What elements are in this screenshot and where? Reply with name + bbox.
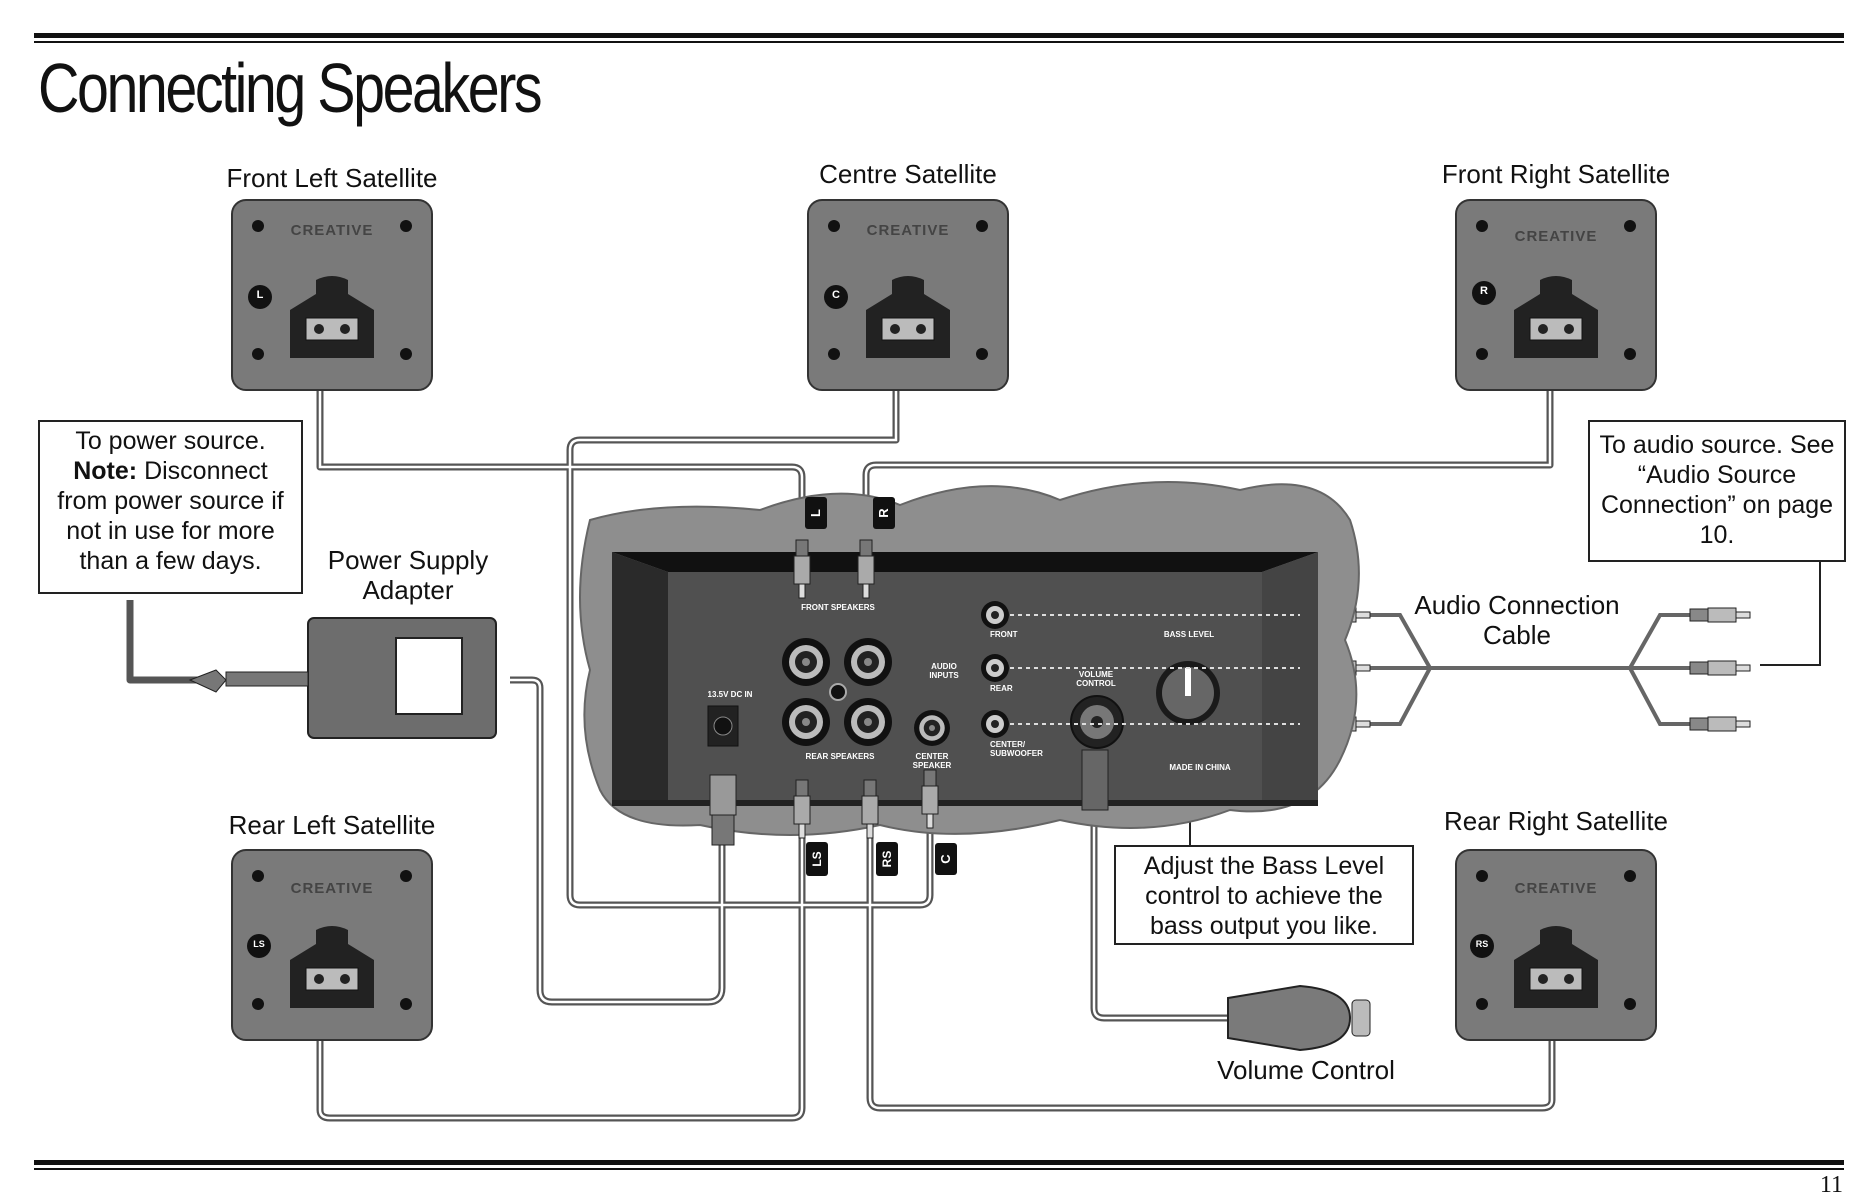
cable-tag-ls: LS	[806, 842, 828, 876]
panel-input-rear: REAR	[990, 684, 1013, 693]
brand-front-right: CREATIVE	[1514, 228, 1598, 245]
subwoofer-panel	[579, 481, 1360, 836]
panel-input-center: CENTER/ SUBWOOFER	[990, 740, 1043, 758]
cable-tag-c: C	[935, 843, 957, 875]
power-note-body: Note: Disconnect from power source if no…	[46, 456, 295, 576]
panel-volume-control: VOLUME CONTROL	[1076, 670, 1116, 688]
badge-front-left: L	[256, 289, 264, 301]
power-note-bold: Note:	[73, 457, 138, 485]
page-title: Connecting Speakers	[38, 49, 543, 127]
audio-note-leader	[1760, 554, 1821, 666]
label-front-right: Front Right Satellite	[1441, 159, 1671, 189]
power-note-line1: To power source.	[75, 427, 266, 455]
cable-tag-rs: RS	[876, 842, 898, 876]
panel-dc-in: 13.5V DC IN	[707, 690, 753, 699]
badge-rear-left: LS	[253, 939, 265, 949]
top-rule	[34, 33, 1844, 38]
badge-front-right: R	[1480, 285, 1488, 297]
audio-cable	[1370, 613, 1690, 726]
volume-remote	[1227, 984, 1371, 1052]
brand-centre: CREATIVE	[866, 222, 950, 239]
label-rear-right: Rear Right Satellite	[1444, 806, 1668, 836]
top-rule-thin	[34, 41, 1844, 43]
panel-plugs	[709, 539, 1109, 846]
label-audio-cable: Audio Connection Cable	[1414, 590, 1620, 650]
cable-tag-r: R	[873, 497, 895, 529]
brand-rear-right: CREATIVE	[1514, 880, 1598, 897]
bass-note-text: Adjust the Bass Level control to achieve…	[1143, 852, 1385, 940]
cable-tag-l: L	[805, 497, 827, 529]
label-rear-left: Rear Left Satellite	[228, 810, 436, 840]
label-front-left: Front Left Satellite	[226, 163, 438, 193]
panel-front-speakers: FRONT SPEAKERS	[801, 603, 875, 612]
panel-input-front: FRONT	[990, 630, 1018, 639]
panel-audio-inputs: AUDIO INPUTS	[929, 662, 959, 680]
panel-made-in: MADE IN CHINA	[1169, 763, 1231, 772]
label-power-adapter: Power Supply Adapter	[327, 545, 489, 605]
power-adapter	[188, 617, 497, 739]
bottom-rule	[34, 1160, 1844, 1165]
power-note: To power source. Note: Disconnect from p…	[38, 420, 303, 594]
panel-center-speaker: CENTER SPEAKER	[912, 752, 952, 770]
badge-rear-right: RS	[1475, 939, 1489, 949]
power-note-rest: Disconnect from power source if not in u…	[57, 457, 284, 575]
bass-note: Adjust the Bass Level control to achieve…	[1114, 845, 1414, 945]
label-centre: Centre Satellite	[819, 159, 997, 189]
panel-bass-level: BASS LEVEL	[1163, 630, 1215, 639]
panel-rear-speakers: REAR SPEAKERS	[805, 752, 875, 761]
input-arrows	[1010, 614, 1300, 725]
panel-jacks	[707, 601, 1220, 749]
brand-front-left: CREATIVE	[290, 222, 374, 239]
badge-centre: C	[832, 289, 840, 301]
label-volume-control: Volume Control	[1217, 1055, 1395, 1085]
page-number: 11	[1819, 1172, 1843, 1198]
audio-note: To audio source. See “Audio Source Conne…	[1588, 420, 1846, 562]
brand-rear-left: CREATIVE	[290, 880, 374, 897]
audio-note-text: To audio source. See “Audio Source Conne…	[1599, 431, 1835, 549]
bottom-rule-thin	[34, 1168, 1844, 1170]
